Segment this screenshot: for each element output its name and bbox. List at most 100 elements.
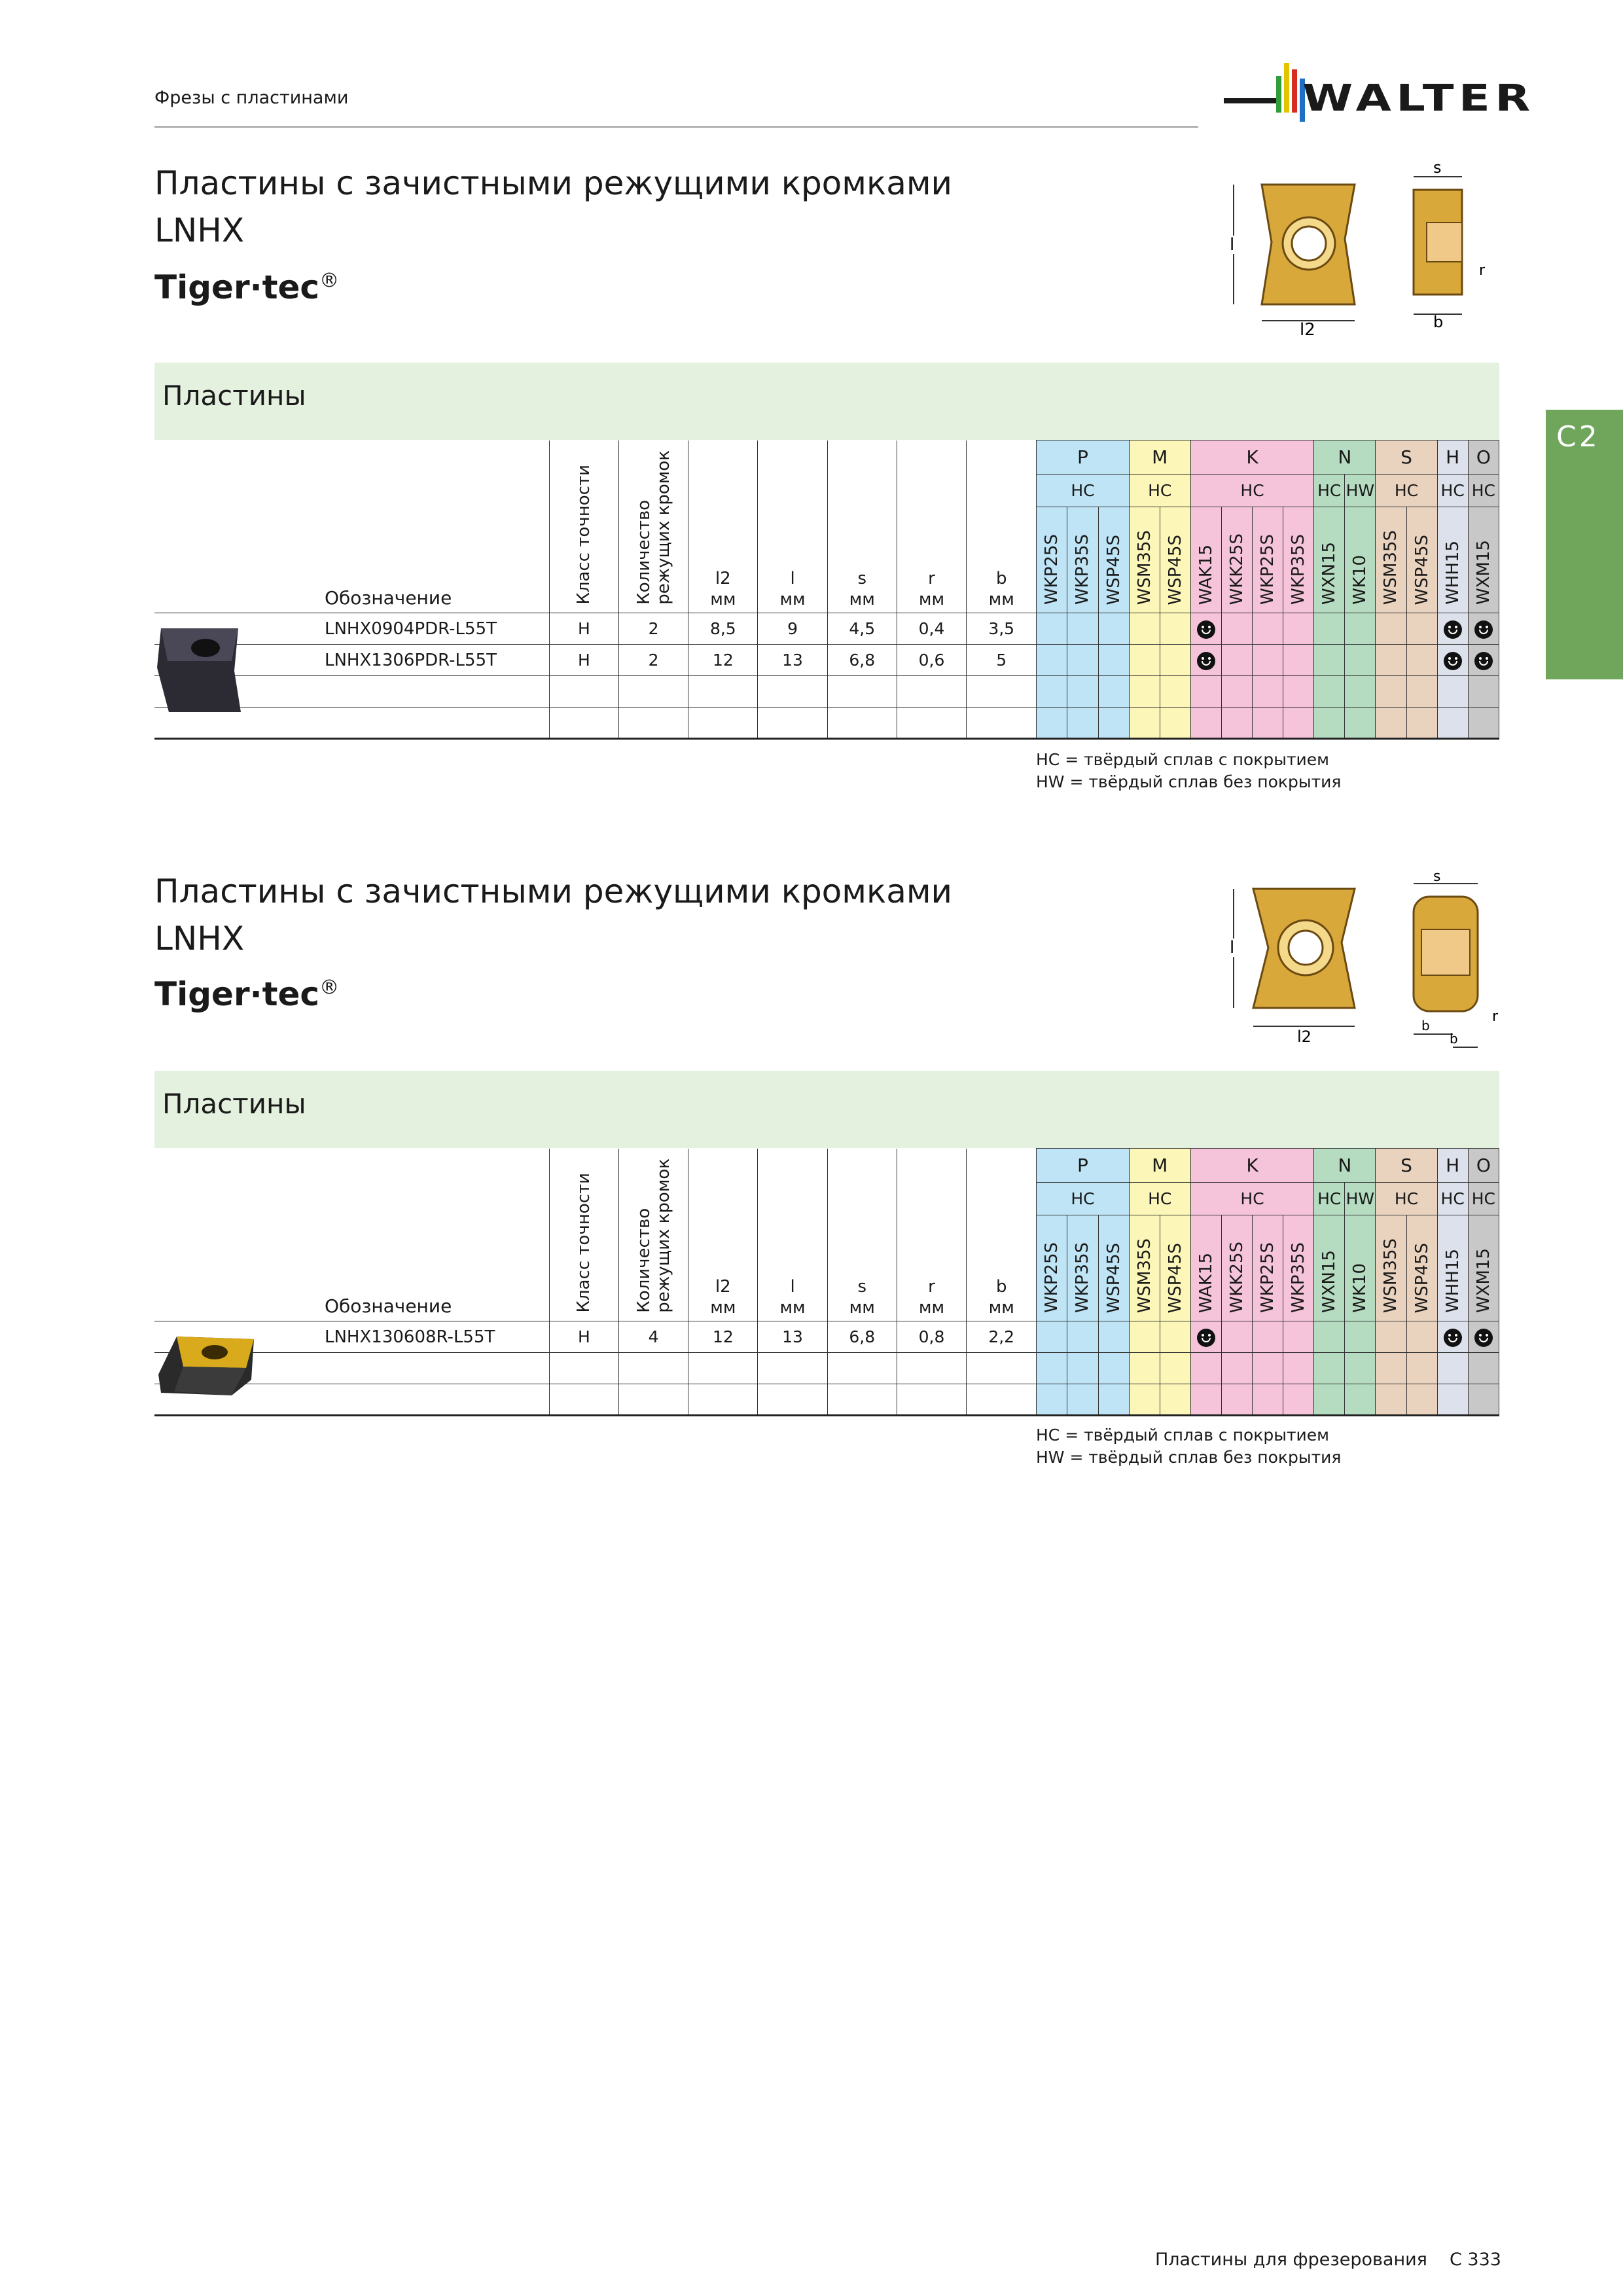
grade-cell bbox=[1283, 1352, 1315, 1384]
grade-cell bbox=[1097, 1384, 1130, 1416]
empty-cell bbox=[548, 1384, 620, 1416]
dim-b-label: b bbox=[1421, 1018, 1430, 1033]
dim-s-title: s bbox=[857, 1277, 867, 1297]
grade-cell bbox=[1467, 1384, 1500, 1416]
tigertec-label: Tiger·tec bbox=[154, 268, 320, 306]
dim-l2-label: l2 bbox=[1297, 1028, 1311, 1046]
grade-cell bbox=[1221, 613, 1253, 645]
coat-H: HC bbox=[1436, 474, 1469, 507]
group-O: O bbox=[1467, 1148, 1500, 1183]
grade-header: WKK25S bbox=[1221, 1215, 1253, 1321]
recommended-icon bbox=[1443, 651, 1462, 670]
grade-cell bbox=[1128, 1384, 1160, 1416]
section-1-title: Пластины с зачистными режущими кромками … bbox=[154, 160, 952, 254]
section-1-band: Пластины bbox=[154, 363, 1499, 440]
chapter-tab[interactable]: C2 bbox=[1546, 410, 1623, 679]
grade-cell bbox=[1375, 707, 1407, 740]
grade-header: WSP45S bbox=[1159, 507, 1191, 613]
grade-cell bbox=[1097, 644, 1130, 676]
edge-count-line2: режущих кромок bbox=[653, 450, 673, 605]
dim-r-label: r bbox=[1492, 1009, 1499, 1025]
tolerance-class-label: Класс точности bbox=[574, 465, 594, 605]
dim-l2-unit: мм bbox=[710, 1298, 736, 1318]
header-section-title: Фрезы с пластинами bbox=[154, 88, 349, 108]
group-N: N bbox=[1313, 440, 1376, 475]
l2-cell: 12 bbox=[688, 1321, 758, 1353]
table-row[interactable]: LNHX130608R-L55T H 4 12 13 6,8 0,8 2,2 bbox=[154, 1321, 1500, 1353]
tigertec-label: Tiger·tec bbox=[154, 975, 320, 1013]
table-row[interactable]: LNHX0904PDR-L55T H 2 8,5 9 4,5 0,4 3,5 bbox=[154, 613, 1500, 645]
edge-count-line1: Количество bbox=[633, 500, 654, 605]
grade-header: WKP35S bbox=[1067, 507, 1099, 613]
l2-cell: 12 bbox=[688, 644, 758, 676]
empty-cell bbox=[966, 707, 1037, 740]
grade-cell bbox=[1067, 707, 1099, 740]
empty-cell bbox=[548, 707, 620, 740]
registered-mark: ® bbox=[319, 976, 340, 999]
class-cell: H bbox=[548, 644, 620, 676]
empty-cell bbox=[757, 707, 828, 740]
table-row[interactable]: LNHX1306PDR-L55T H 2 12 13 6,8 0,6 5 bbox=[154, 644, 1500, 676]
empty-cell bbox=[966, 675, 1037, 708]
grade-header: WSP45S bbox=[1097, 507, 1130, 613]
grade-cell bbox=[1436, 707, 1469, 740]
s-cell: 4,5 bbox=[827, 613, 897, 645]
empty-cell bbox=[827, 707, 897, 740]
l-cell: 9 bbox=[757, 613, 828, 645]
grade-cell bbox=[1097, 675, 1130, 708]
grade-header: WKK25S bbox=[1221, 507, 1253, 613]
recommended-icon bbox=[1474, 651, 1493, 670]
grade-cell bbox=[1406, 1384, 1438, 1416]
dim-s-unit: мм bbox=[849, 1298, 875, 1318]
grade-header: WSM35S bbox=[1375, 507, 1407, 613]
grade-cell bbox=[1467, 1352, 1500, 1384]
recommended-icon bbox=[1196, 620, 1215, 639]
grade-cell bbox=[1344, 644, 1376, 676]
designation-header: Обозначение bbox=[325, 587, 452, 609]
l-cell: 13 bbox=[757, 644, 828, 676]
recommended-icon bbox=[1196, 651, 1215, 670]
footer-label: Пластины для фрезерования bbox=[1155, 2250, 1427, 2270]
grade-cell bbox=[1097, 613, 1130, 645]
tolerance-class-header: Класс точности bbox=[548, 440, 620, 613]
grade-cell bbox=[1375, 1384, 1407, 1416]
empty-cell bbox=[688, 1352, 758, 1384]
dim-l2-unit: мм bbox=[710, 590, 736, 609]
grade-header: WHH15 bbox=[1436, 507, 1469, 613]
grade-header: WSP45S bbox=[1159, 1215, 1191, 1321]
recommended-icon bbox=[1443, 1328, 1462, 1347]
coat-N-hw: HW bbox=[1344, 474, 1376, 507]
group-S: S bbox=[1375, 1148, 1438, 1183]
recommended-icon bbox=[1474, 620, 1493, 639]
section-2-title: Пластины с зачистными режущими кромками … bbox=[154, 868, 952, 962]
table-row bbox=[154, 675, 1500, 708]
grade-cell bbox=[1190, 1384, 1222, 1416]
grade-label: WAK15 bbox=[1196, 1252, 1216, 1313]
grade-cell bbox=[1344, 613, 1376, 645]
grade-cell bbox=[1252, 644, 1284, 676]
grade-cell bbox=[1067, 1384, 1099, 1416]
grade-cell bbox=[1159, 675, 1191, 708]
grade-cell bbox=[1097, 1352, 1130, 1384]
grade-label: WXN15 bbox=[1319, 1249, 1340, 1313]
dim-b-title: b bbox=[995, 569, 1007, 588]
dim-l-label: l bbox=[1230, 938, 1234, 958]
coat-M: HC bbox=[1128, 1182, 1191, 1215]
grade-cell bbox=[1190, 1321, 1222, 1353]
grade-label: WKK25S bbox=[1226, 533, 1247, 605]
dim-l-label: l bbox=[1230, 235, 1234, 255]
empty-cell bbox=[548, 1352, 620, 1384]
grade-cell bbox=[1436, 1321, 1469, 1353]
grade-label: WHH15 bbox=[1442, 1249, 1463, 1313]
grade-cell bbox=[1036, 1384, 1068, 1416]
grade-cell bbox=[1067, 644, 1099, 676]
section-2-title-line2: LNHX bbox=[154, 920, 245, 958]
s-cell: 6,8 bbox=[827, 644, 897, 676]
grade-cell bbox=[1467, 707, 1500, 740]
grade-cell bbox=[1159, 644, 1191, 676]
grade-cell bbox=[1221, 644, 1253, 676]
recommended-icon bbox=[1474, 1328, 1493, 1347]
walter-logo: WALTER bbox=[1224, 59, 1530, 131]
